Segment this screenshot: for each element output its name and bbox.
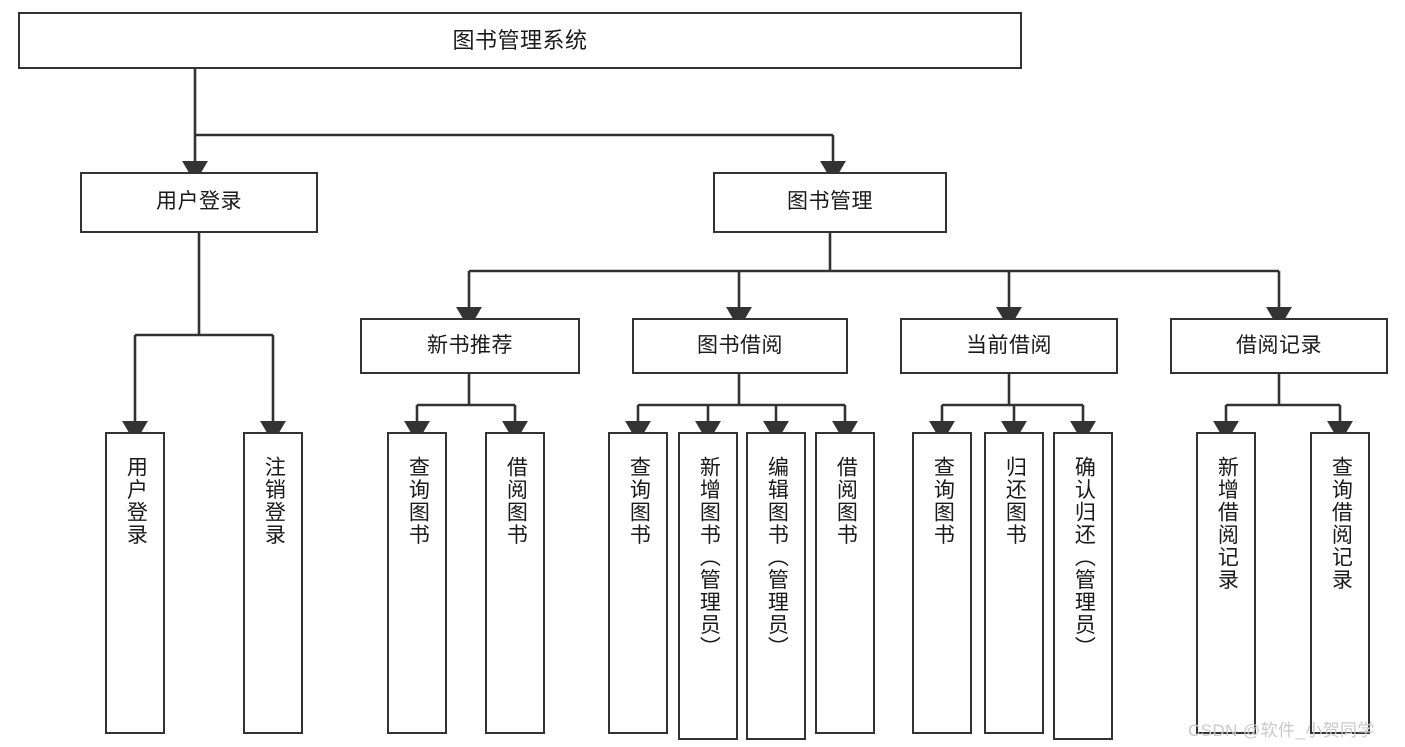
node-new-book-recommendation[interactable]: 新书推荐 bbox=[360, 318, 580, 374]
node-user-login[interactable]: 用户登录 bbox=[80, 172, 318, 233]
node-book-borrowing[interactable]: 图书借阅 bbox=[632, 318, 848, 374]
node-leaf-add-borrow-record[interactable]: 新增借阅记录 bbox=[1196, 432, 1256, 734]
node-root[interactable]: 图书管理系统 bbox=[18, 12, 1022, 69]
node-leaf-user-login-label: 用户登录 bbox=[124, 456, 148, 546]
node-book-management[interactable]: 图书管理 bbox=[713, 172, 947, 233]
node-leaf-query-book-1[interactable]: 查询图书 bbox=[387, 432, 447, 734]
node-leaf-add-borrow-record-label: 新增借阅记录 bbox=[1215, 456, 1239, 591]
node-borrow-records-label: 借阅记录 bbox=[1236, 333, 1322, 357]
node-leaf-confirm-return-admin-label: 确认归还（管理员） bbox=[1072, 456, 1096, 659]
node-leaf-edit-book-admin[interactable]: 编辑图书（管理员） bbox=[746, 432, 806, 740]
node-user-login-label: 用户登录 bbox=[156, 190, 242, 214]
node-leaf-return-book-label: 归还图书 bbox=[1003, 456, 1027, 546]
node-leaf-query-book-2-label: 查询图书 bbox=[627, 456, 651, 546]
node-root-label: 图书管理系统 bbox=[452, 27, 588, 53]
node-book-management-label: 图书管理 bbox=[787, 190, 873, 214]
node-leaf-return-book[interactable]: 归还图书 bbox=[984, 432, 1044, 734]
node-leaf-borrow-book-1[interactable]: 借阅图书 bbox=[485, 432, 545, 734]
node-leaf-borrow-book-2[interactable]: 借阅图书 bbox=[815, 432, 875, 734]
node-leaf-logout-login[interactable]: 注销登录 bbox=[243, 432, 303, 734]
node-leaf-edit-book-admin-label: 编辑图书（管理员） bbox=[765, 456, 789, 659]
node-leaf-query-book-3-label: 查询图书 bbox=[931, 456, 955, 546]
node-current-borrowing-label: 当前借阅 bbox=[966, 333, 1052, 357]
node-leaf-user-login[interactable]: 用户登录 bbox=[105, 432, 165, 734]
node-leaf-query-book-2[interactable]: 查询图书 bbox=[608, 432, 668, 734]
node-leaf-borrow-book-1-label: 借阅图书 bbox=[504, 456, 528, 546]
csdn-watermark: CSDN @软件_小贺同学 bbox=[1188, 721, 1375, 740]
node-leaf-query-book-3[interactable]: 查询图书 bbox=[912, 432, 972, 734]
node-new-book-recommendation-label: 新书推荐 bbox=[427, 333, 513, 357]
node-leaf-borrow-book-2-label: 借阅图书 bbox=[834, 456, 858, 546]
node-leaf-add-book-admin-label: 新增图书（管理员） bbox=[697, 456, 721, 659]
node-leaf-query-borrow-record[interactable]: 查询借阅记录 bbox=[1310, 432, 1370, 734]
node-leaf-query-book-1-label: 查询图书 bbox=[406, 456, 430, 546]
node-leaf-confirm-return-admin[interactable]: 确认归还（管理员） bbox=[1053, 432, 1113, 740]
node-borrow-records[interactable]: 借阅记录 bbox=[1170, 318, 1388, 374]
node-book-borrowing-label: 图书借阅 bbox=[697, 333, 783, 357]
node-leaf-add-book-admin[interactable]: 新增图书（管理员） bbox=[678, 432, 738, 740]
node-leaf-logout-login-label: 注销登录 bbox=[262, 456, 286, 546]
node-current-borrowing[interactable]: 当前借阅 bbox=[900, 318, 1118, 374]
node-leaf-query-borrow-record-label: 查询借阅记录 bbox=[1329, 456, 1353, 591]
